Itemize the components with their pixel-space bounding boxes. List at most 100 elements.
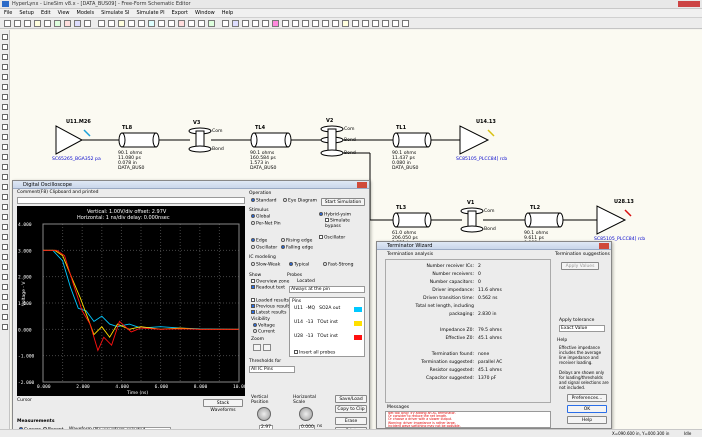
palette-tool-icon[interactable]	[2, 144, 8, 150]
palette-tool-icon[interactable]	[2, 64, 8, 70]
op-standard-radio[interactable]: Standard	[251, 198, 276, 205]
palette-tool-icon[interactable]	[2, 104, 8, 110]
palette-tool-icon[interactable]	[2, 204, 8, 210]
rising-edge-radio[interactable]: Rising edge	[281, 238, 312, 245]
toolbar-tool-icon[interactable]	[252, 20, 259, 27]
palette-tool-icon[interactable]	[2, 274, 8, 280]
close-icon[interactable]	[357, 182, 367, 188]
toolbar-tool-icon[interactable]	[118, 20, 125, 27]
copy-to-clip-button[interactable]: Copy to Clip	[335, 405, 367, 413]
previous-results-check[interactable]: Previous results	[251, 304, 292, 311]
palette-tool-icon[interactable]	[2, 224, 8, 230]
thresholds-select[interactable]: All IC Pins	[249, 366, 295, 373]
tl3-ref[interactable]: TL3	[396, 205, 407, 211]
readout-text-check[interactable]: Readout text	[251, 285, 285, 292]
toolbar-tool-icon[interactable]	[262, 20, 269, 27]
toolbar-tool-icon[interactable]	[208, 20, 215, 27]
overview-zone-check[interactable]: Overview zone	[251, 279, 289, 286]
probe-color-swatch[interactable]	[354, 335, 362, 340]
menu-item[interactable]: Help	[221, 10, 234, 16]
toolbar-tool-icon[interactable]	[322, 20, 329, 27]
toolbar-tool-icon[interactable]	[108, 20, 115, 27]
toolbar-tool-icon[interactable]	[312, 20, 319, 27]
tl8-ref[interactable]: TL8	[122, 125, 133, 131]
tl1-ref[interactable]: TL1	[396, 125, 407, 131]
toolbar-tool-icon[interactable]	[342, 20, 349, 27]
hybrid-sim-radio[interactable]: Hybrid-ysim	[319, 212, 351, 219]
menu-item[interactable]: View	[57, 10, 70, 16]
v2-ref[interactable]: V2	[326, 118, 334, 124]
start-simulation-button[interactable]: Start Simulation	[321, 198, 365, 206]
toolbar-tool-icon[interactable]	[4, 20, 11, 27]
window-controls[interactable]	[678, 1, 700, 7]
palette-tool-icon[interactable]	[2, 124, 8, 130]
toolbar-tool-icon[interactable]	[352, 20, 359, 27]
toolbar-tool-icon[interactable]	[198, 20, 205, 27]
palette-tool-icon[interactable]	[2, 184, 8, 190]
palette-tool-icon[interactable]	[2, 164, 8, 170]
tl4-ref[interactable]: TL4	[255, 125, 266, 131]
menu-item[interactable]: Window	[195, 10, 215, 16]
toolbar-tool-icon[interactable]	[84, 20, 91, 27]
palette-tool-icon[interactable]	[2, 194, 8, 200]
comment-input[interactable]	[17, 197, 245, 204]
toolbar-tool-icon[interactable]	[168, 20, 175, 27]
edge-radio[interactable]: Edge	[251, 238, 267, 245]
slow-weak-radio[interactable]: Slow-Weak	[251, 262, 280, 269]
erase-button[interactable]: Erase	[335, 417, 367, 425]
tl2-ref[interactable]: TL2	[530, 205, 541, 211]
palette-tool-icon[interactable]	[2, 234, 8, 240]
palette-tool-icon[interactable]	[2, 114, 8, 120]
palette-tool-icon[interactable]	[2, 244, 8, 250]
op-eye-radio[interactable]: Eye Diagram	[283, 198, 317, 205]
ok-button[interactable]: OK	[567, 405, 607, 413]
toolbar-tool-icon[interactable]	[282, 20, 289, 27]
toolbar-tool-icon[interactable]	[332, 20, 339, 27]
toolbar-tool-icon[interactable]	[242, 20, 249, 27]
palette-tool-icon[interactable]	[2, 214, 8, 220]
tolerance-select[interactable]: Exact Value	[559, 325, 605, 332]
palette-tool-icon[interactable]	[2, 134, 8, 140]
toolbar-tool-icon[interactable]	[222, 20, 229, 27]
u14-ref[interactable]: U14.13	[476, 119, 496, 125]
toolbar-tool-icon[interactable]	[402, 20, 409, 27]
toolbar-tool-icon[interactable]	[292, 20, 299, 27]
stim-oscillator-radio[interactable]: Oscillator	[251, 245, 277, 252]
typical-radio[interactable]: Typical	[289, 262, 309, 269]
menu-item[interactable]: Setup	[19, 10, 34, 16]
loaded-results-check[interactable]: Loaded results	[251, 298, 289, 305]
palette-tool-icon[interactable]	[2, 284, 8, 290]
probe-locate-select[interactable]: Always at the pin	[289, 286, 365, 293]
probe-color-swatch[interactable]	[354, 321, 362, 326]
palette-tool-icon[interactable]	[2, 44, 8, 50]
toolbar-tool-icon[interactable]	[44, 20, 51, 27]
vertical-position-knob[interactable]	[257, 407, 271, 421]
toolbar-tool-icon[interactable]	[98, 20, 105, 27]
toolbar-tool-icon[interactable]	[54, 20, 61, 27]
toolbar-tool-icon[interactable]	[158, 20, 165, 27]
palette-tool-icon[interactable]	[2, 34, 8, 40]
palette-tool-icon[interactable]	[2, 54, 8, 60]
preferences-button[interactable]: Preferences...	[567, 394, 607, 402]
stim-global-radio[interactable]: Global	[251, 214, 270, 221]
toolbar-tool-icon[interactable]	[382, 20, 389, 27]
palette-tool-icon[interactable]	[2, 294, 8, 300]
toolbar-tool-icon[interactable]	[188, 20, 195, 27]
palette-tool-icon[interactable]	[2, 74, 8, 80]
toolbar-tool-icon[interactable]	[272, 20, 279, 27]
probe-color-swatch[interactable]	[354, 307, 362, 312]
palette-tool-icon[interactable]	[2, 314, 8, 320]
toolbar-tool-icon[interactable]	[14, 20, 21, 27]
zoom-out-icon[interactable]	[263, 344, 271, 351]
fast-strong-radio[interactable]: Fast-Strong	[323, 262, 354, 269]
apply-values-button[interactable]: Apply Values	[561, 262, 599, 270]
v3-ref[interactable]: V3	[193, 120, 201, 126]
zoom-in-icon[interactable]	[253, 344, 261, 351]
toolbar-tool-icon[interactable]	[362, 20, 369, 27]
toolbar-tool-icon[interactable]	[34, 20, 41, 27]
palette-tool-icon[interactable]	[2, 174, 8, 180]
